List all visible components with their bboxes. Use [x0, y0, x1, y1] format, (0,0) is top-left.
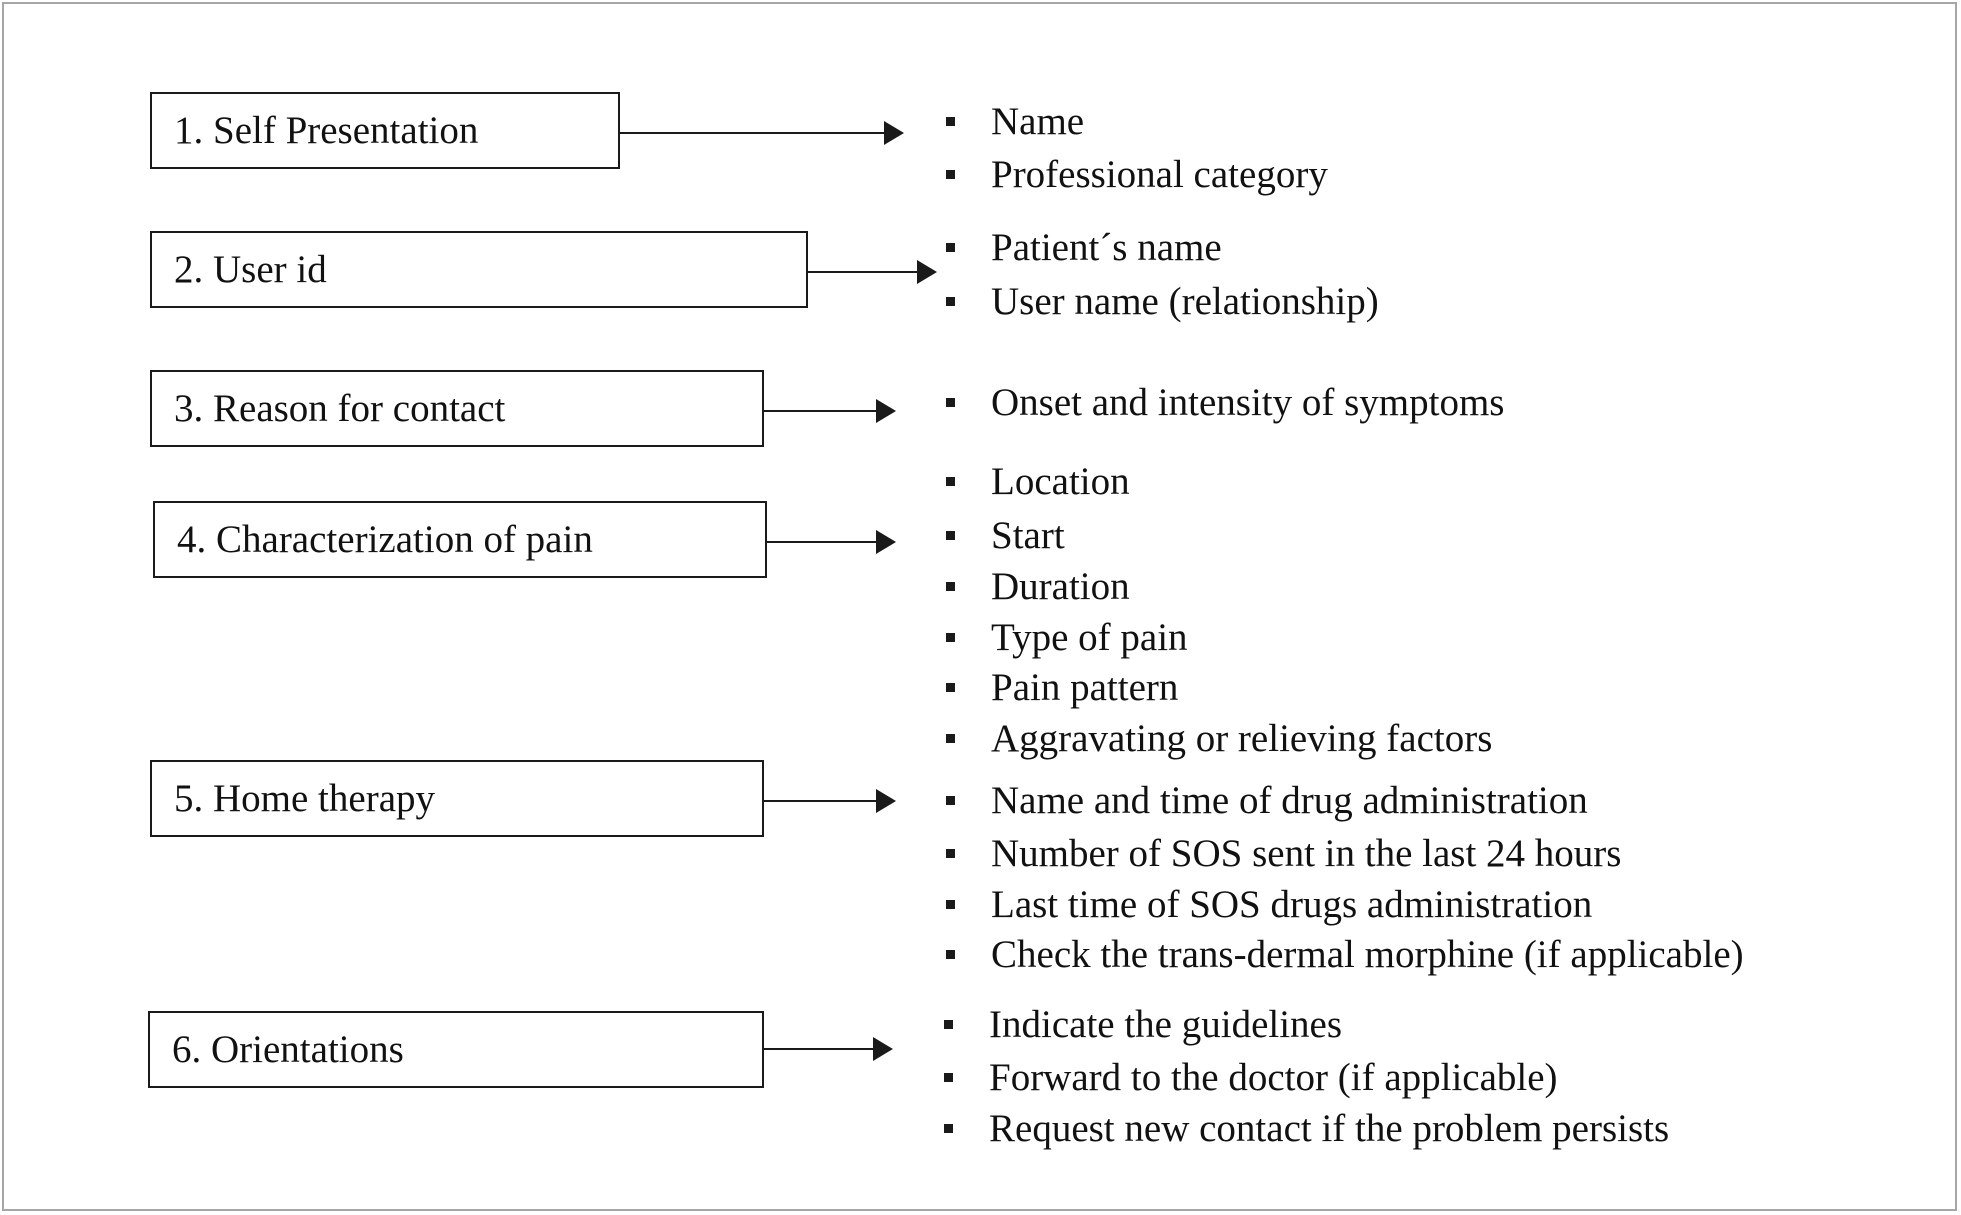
list-item: Number of SOS sent in the last 24 hours — [946, 828, 1621, 878]
bullet-icon — [946, 476, 955, 486]
list-item: Check the trans-dermal morphine (if appl… — [946, 929, 1744, 979]
bullet-icon — [944, 1019, 953, 1029]
arrow-step-6 — [764, 1037, 893, 1061]
list-item: Start — [946, 510, 1065, 560]
list-item: Name and time of drug administration — [946, 775, 1588, 825]
bullet-icon — [946, 733, 955, 743]
bullet-icon — [946, 848, 955, 858]
bullet-icon — [946, 530, 955, 540]
list-item: Professional category — [946, 149, 1328, 199]
list-item: Last time of SOS drugs administration — [946, 879, 1592, 929]
arrow-step-2 — [808, 260, 937, 284]
step-box-reason-for-contact: 3. Reason for contact — [150, 370, 764, 447]
bullet-icon — [944, 1123, 953, 1133]
step-box-self-presentation: 1. Self Presentation — [150, 92, 620, 169]
bullet-icon — [946, 682, 955, 692]
list-item: Type of pain — [946, 612, 1188, 662]
bullet-icon — [946, 397, 955, 407]
step-box-orientations: 6. Orientations — [148, 1011, 764, 1088]
bullet-icon — [946, 949, 955, 959]
arrow-step-3 — [764, 399, 896, 423]
step-box-home-therapy: 5. Home therapy — [150, 760, 764, 837]
bullet-icon — [946, 169, 955, 179]
list-item: Aggravating or relieving factors — [946, 713, 1492, 763]
arrow-step-1 — [620, 121, 904, 145]
list-item: Request new contact if the problem persi… — [944, 1103, 1669, 1153]
bullet-icon — [944, 1072, 953, 1082]
list-item: Forward to the doctor (if applicable) — [944, 1052, 1558, 1102]
list-item: Indicate the guidelines — [944, 999, 1342, 1049]
list-item: Patient´s name — [946, 222, 1222, 272]
arrow-step-4 — [767, 530, 896, 554]
bullet-icon — [946, 632, 955, 642]
list-item: Location — [946, 456, 1130, 506]
bullet-icon — [946, 116, 955, 126]
list-item: Pain pattern — [946, 662, 1178, 712]
step-box-characterization-of-pain: 4. Characterization of pain — [153, 501, 767, 578]
bullet-icon — [946, 296, 955, 306]
step-box-user-id: 2. User id — [150, 231, 808, 308]
bullet-icon — [946, 581, 955, 591]
list-item: User name (relationship) — [946, 276, 1379, 326]
list-item: Onset and intensity of symptoms — [946, 377, 1504, 427]
arrow-step-5 — [764, 789, 896, 813]
list-item: Name — [946, 96, 1084, 146]
bullet-icon — [946, 795, 955, 805]
list-item: Duration — [946, 561, 1130, 611]
bullet-icon — [946, 899, 955, 909]
bullet-icon — [946, 242, 955, 252]
